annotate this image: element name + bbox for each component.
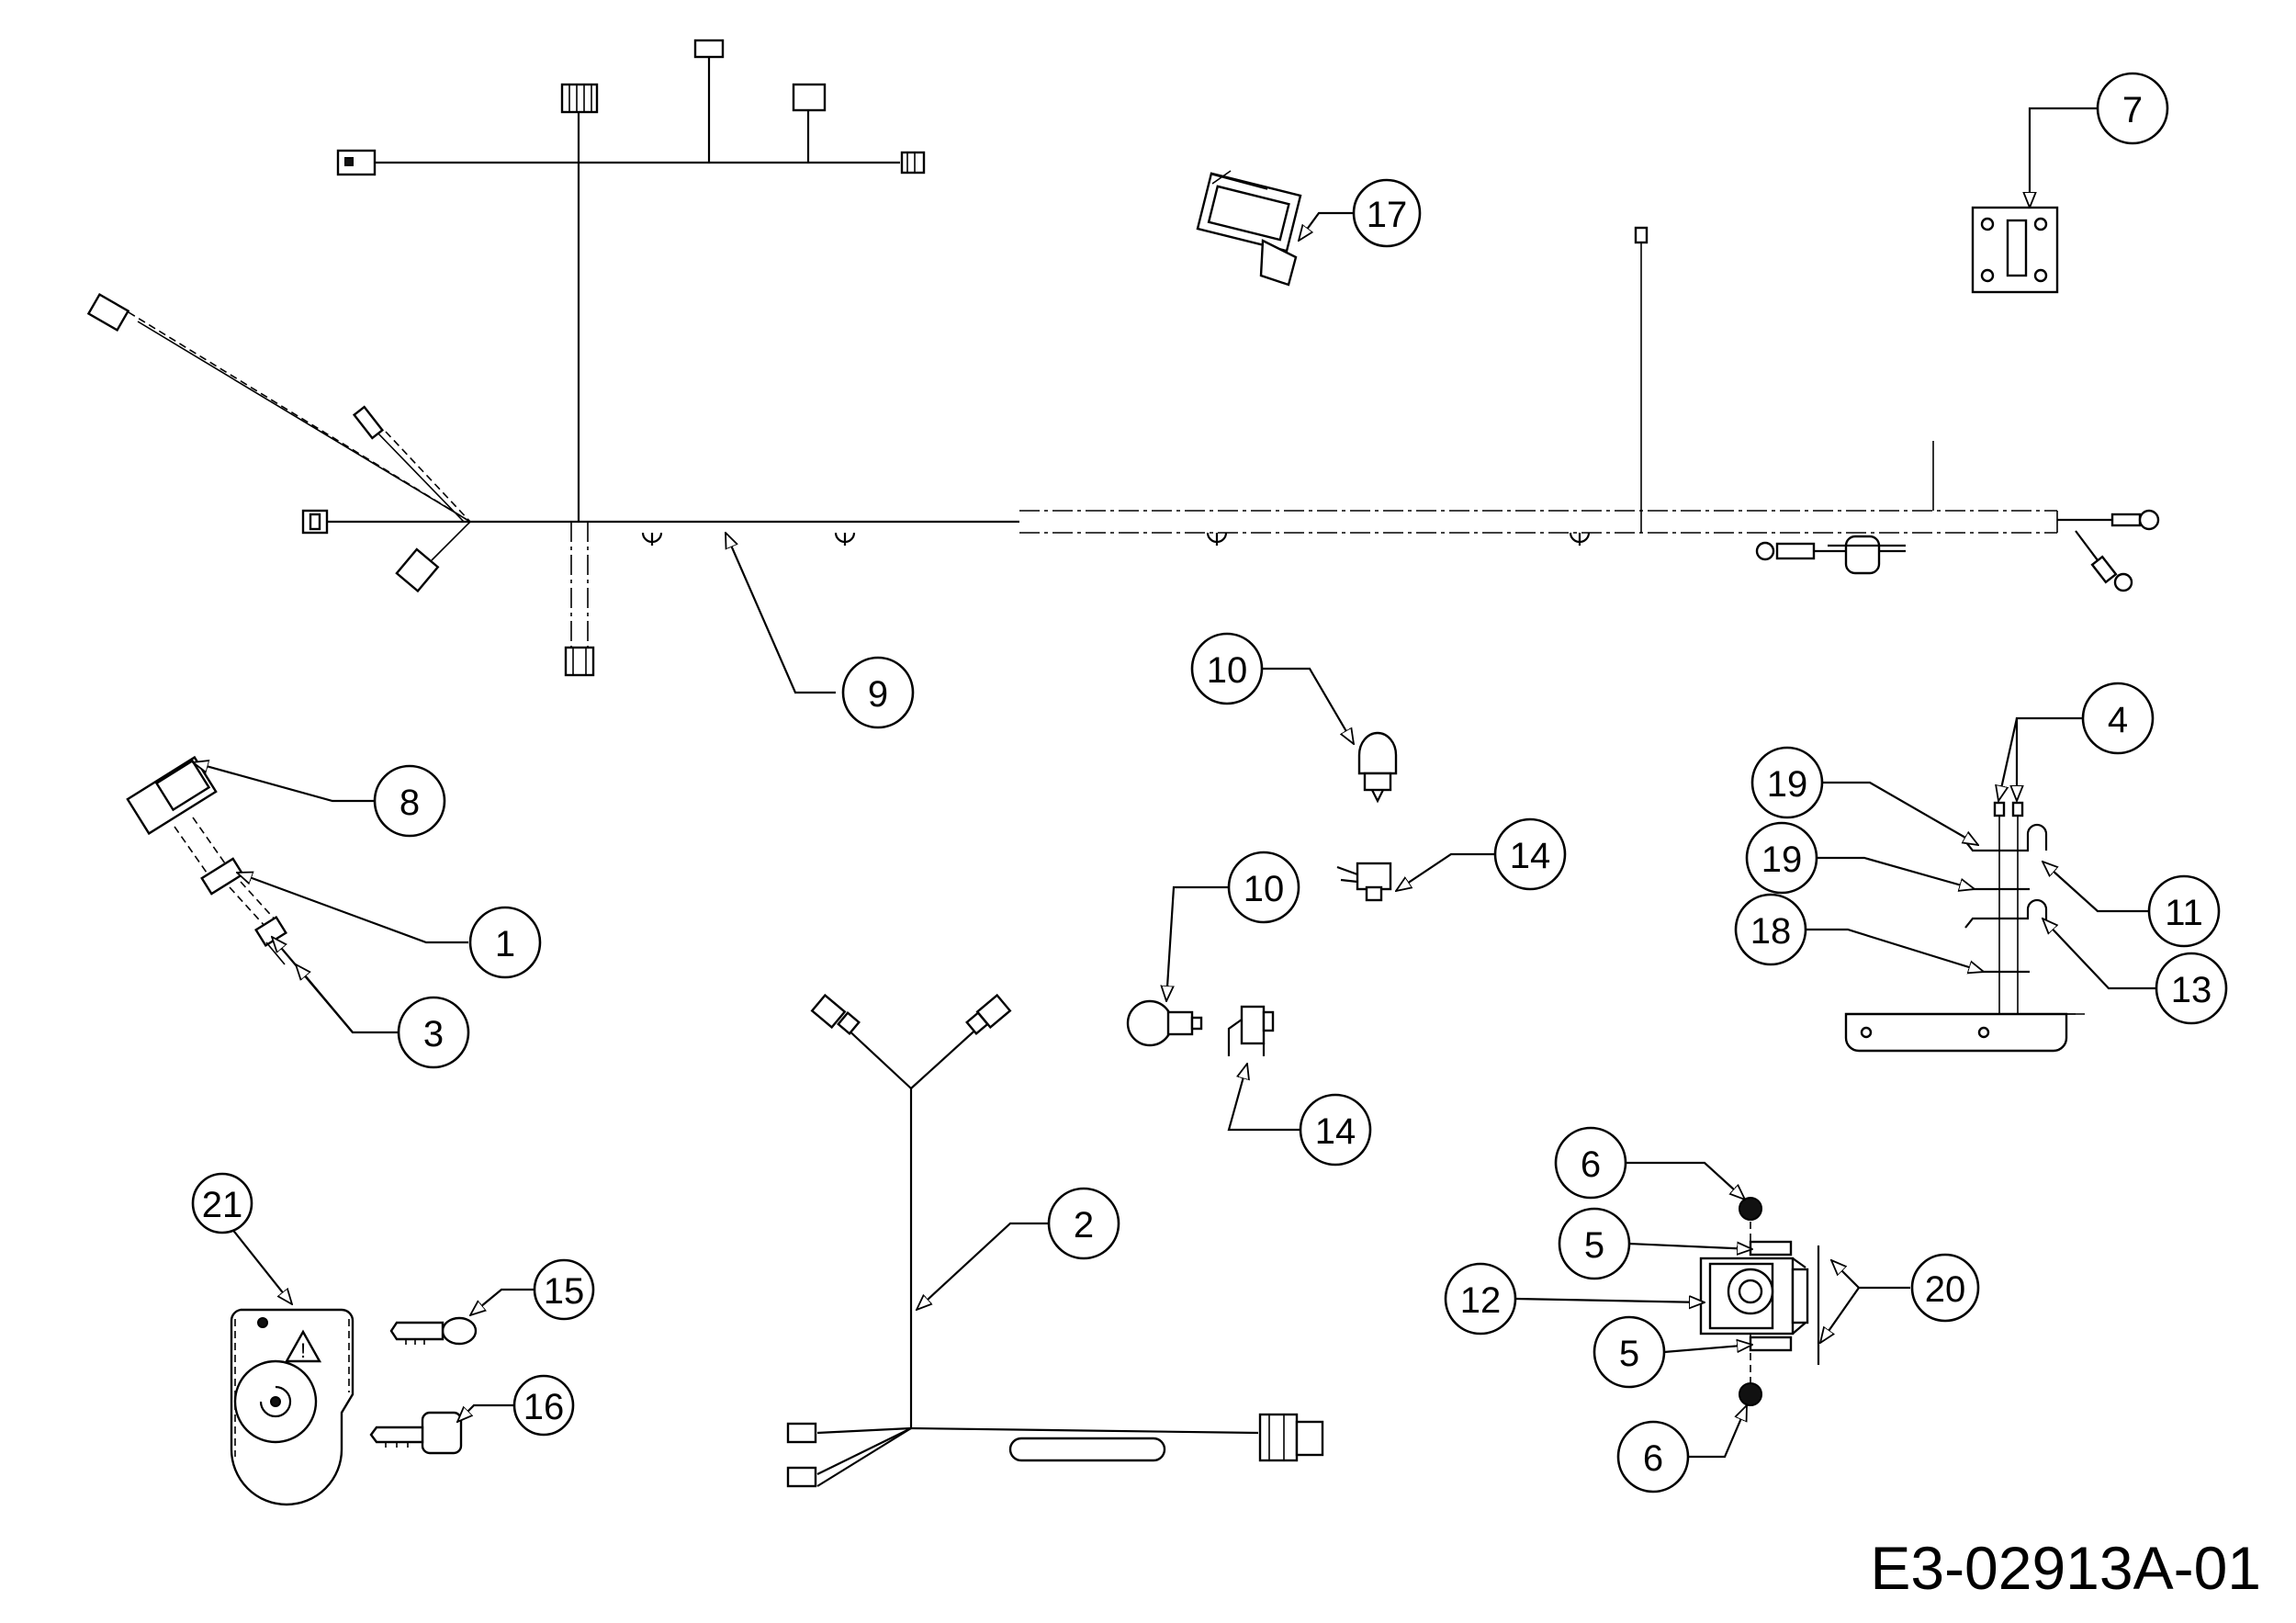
callout-9: 9: [841, 656, 915, 729]
callout-14-upper: 14: [1493, 817, 1567, 891]
callout-20: 20: [1910, 1253, 1980, 1323]
key-16: [369, 1411, 463, 1455]
callout-2: 2: [1047, 1187, 1120, 1260]
callout-label: 10: [1244, 869, 1285, 909]
callout-14-lower: 14: [1299, 1093, 1372, 1167]
callout-label: 3: [423, 1014, 444, 1054]
callout-label: 8: [400, 783, 420, 823]
ignition-switch: !: [230, 1308, 355, 1506]
callout-label: 16: [523, 1387, 565, 1427]
callout-19-lower: 19: [1745, 821, 1818, 895]
callout-label: 14: [1510, 836, 1551, 876]
callout-13: 13: [2155, 952, 2228, 1025]
socket-lower: [1227, 1005, 1275, 1056]
leader-lines: [193, 107, 2156, 1459]
callout-label: 10: [1207, 650, 1248, 691]
callout-label: 5: [1619, 1334, 1639, 1374]
callout-18: 18: [1734, 893, 1807, 966]
connector-assembly: [126, 755, 287, 965]
callout-label: 15: [544, 1271, 585, 1312]
callout-12: 12: [1444, 1262, 1517, 1336]
callout-label: 20: [1925, 1269, 1966, 1310]
callout-7: 7: [2096, 72, 2169, 145]
callout-4: 4: [2081, 682, 2155, 755]
callout-11: 11: [2147, 874, 2221, 948]
switch-plate: [1971, 206, 2059, 294]
key-15: [389, 1316, 478, 1346]
callout-label: 2: [1074, 1205, 1094, 1245]
callout-label: 11: [2165, 893, 2203, 933]
callout-label: 21: [202, 1185, 243, 1225]
bulb-lower: [1126, 999, 1203, 1047]
main-wiring-harness: [86, 39, 2160, 677]
callout-label: 19: [1761, 840, 1803, 880]
callout-8: 8: [373, 764, 446, 838]
callout-21: 21: [191, 1172, 253, 1234]
callout-5-lower: 5: [1593, 1315, 1666, 1389]
callout-5-upper: 5: [1558, 1207, 1631, 1280]
callout-label: 1: [495, 924, 515, 964]
solenoid-assembly: [1699, 1197, 1820, 1406]
bracket-stack: [1844, 801, 2085, 1053]
socket-upper: [1336, 862, 1392, 902]
callout-3: 3: [397, 996, 470, 1069]
callout-label: 5: [1584, 1225, 1604, 1266]
callout-label: 4: [2108, 700, 2128, 740]
callout-label: 7: [2122, 90, 2143, 130]
callout-label: 13: [2171, 970, 2212, 1010]
svg-text:!: !: [300, 1339, 306, 1362]
drawing-reference: E3-02913A-01: [1870, 1534, 2261, 1602]
callout-label: 6: [1643, 1438, 1663, 1479]
callout-10-lower: 10: [1227, 851, 1300, 924]
callout-label: 18: [1750, 911, 1792, 952]
callout-label: 19: [1767, 764, 1808, 805]
callout-label: 9: [868, 674, 888, 715]
callout-label: 12: [1460, 1280, 1502, 1321]
switch-assembly: [1196, 170, 1302, 287]
aux-harness: [786, 993, 1324, 1488]
callout-10-upper: 10: [1190, 632, 1264, 705]
bulb-upper: [1357, 731, 1398, 804]
callout-1: 1: [468, 906, 542, 979]
callout-label: 14: [1315, 1111, 1356, 1152]
callout-6-upper: 6: [1554, 1126, 1627, 1200]
callout-19-upper: 19: [1750, 746, 1824, 819]
callout-label: 17: [1367, 195, 1408, 235]
callout-16: 16: [512, 1374, 575, 1437]
callout-15: 15: [533, 1258, 595, 1321]
callout-6-lower: 6: [1616, 1420, 1690, 1493]
callout-17: 17: [1352, 178, 1422, 248]
callout-label: 6: [1581, 1144, 1601, 1185]
